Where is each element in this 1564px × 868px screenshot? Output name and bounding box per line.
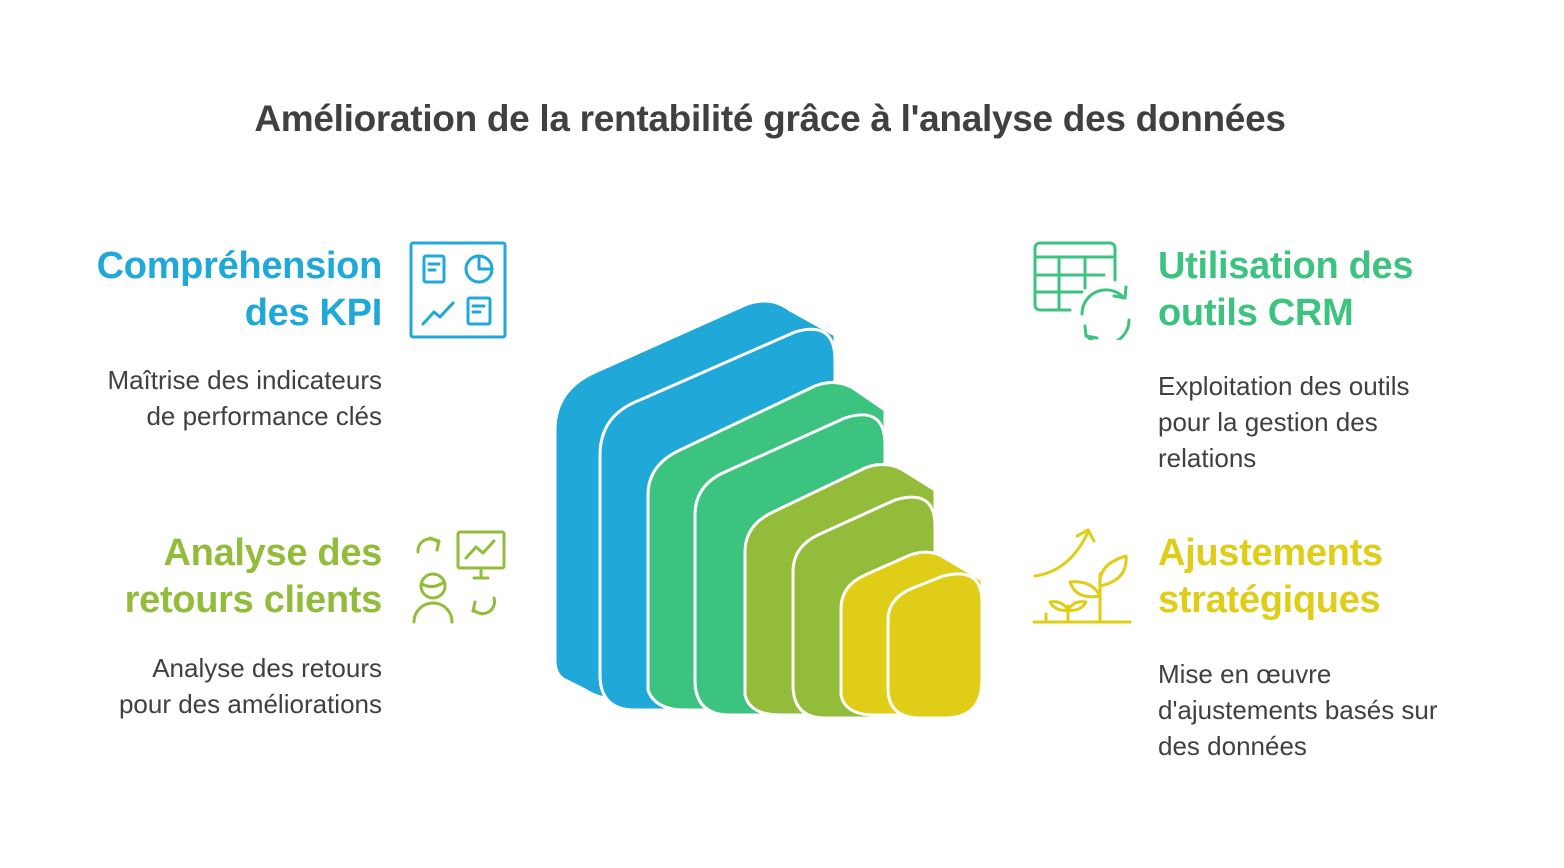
feedback-desc-line2: pour des améliorations — [118, 689, 382, 719]
crm-heading-line2: outils CRM — [1158, 292, 1354, 334]
table-sync-icon — [1033, 241, 1131, 340]
adjust-desc-line3: des données — [1158, 731, 1307, 761]
feedback-heading-line1: Analyse des — [163, 532, 383, 574]
page-title: Amélioration de la rentabilité grâce à l… — [254, 98, 1286, 139]
adjust-heading-line1: Ajustements — [1158, 532, 1383, 574]
feedback-icon — [412, 530, 506, 624]
adjust-heading-line2: stratégiques — [1158, 579, 1381, 621]
block-yellow — [839, 550, 984, 720]
crm-desc-line1: Exploitation des outils — [1158, 371, 1410, 401]
dashboard-icon — [409, 241, 507, 339]
crm-description: Exploitation des outils pour la gestion … — [1158, 368, 1409, 476]
feedback-heading-line2: retours clients — [124, 579, 383, 621]
crm-desc-line3: relations — [1158, 443, 1257, 473]
kpi-description: Maîtrise des indicateurs de performance … — [107, 362, 382, 434]
adjust-heading: Ajustements stratégiques — [1158, 530, 1383, 624]
stacked-blocks-graphic — [553, 299, 984, 720]
feedback-heading: Analyse des retours clients — [124, 530, 383, 624]
adjust-desc-line2: d'ajustements basés sur — [1158, 695, 1438, 725]
crm-desc-line2: pour la gestion des — [1158, 407, 1378, 437]
adjust-desc-line1: Mise en œuvre — [1158, 659, 1332, 689]
kpi-desc-line2: de performance clés — [146, 401, 382, 431]
crm-heading-line1: Utilisation des — [1158, 245, 1414, 287]
feedback-description: Analyse des retours pour des amélioratio… — [119, 650, 382, 722]
adjust-description: Mise en œuvre d'ajustements basés sur de… — [1158, 656, 1438, 764]
kpi-heading-line1: Compréhension — [96, 245, 383, 287]
feedback-desc-line1: Analyse des retours — [152, 653, 382, 683]
kpi-heading-line2: des KPI — [244, 292, 383, 334]
kpi-heading: Compréhension des KPI — [96, 243, 383, 337]
kpi-desc-line1: Maîtrise des indicateurs — [107, 365, 382, 395]
growth-plant-icon — [1032, 528, 1132, 624]
crm-heading: Utilisation des outils CRM — [1158, 243, 1414, 337]
